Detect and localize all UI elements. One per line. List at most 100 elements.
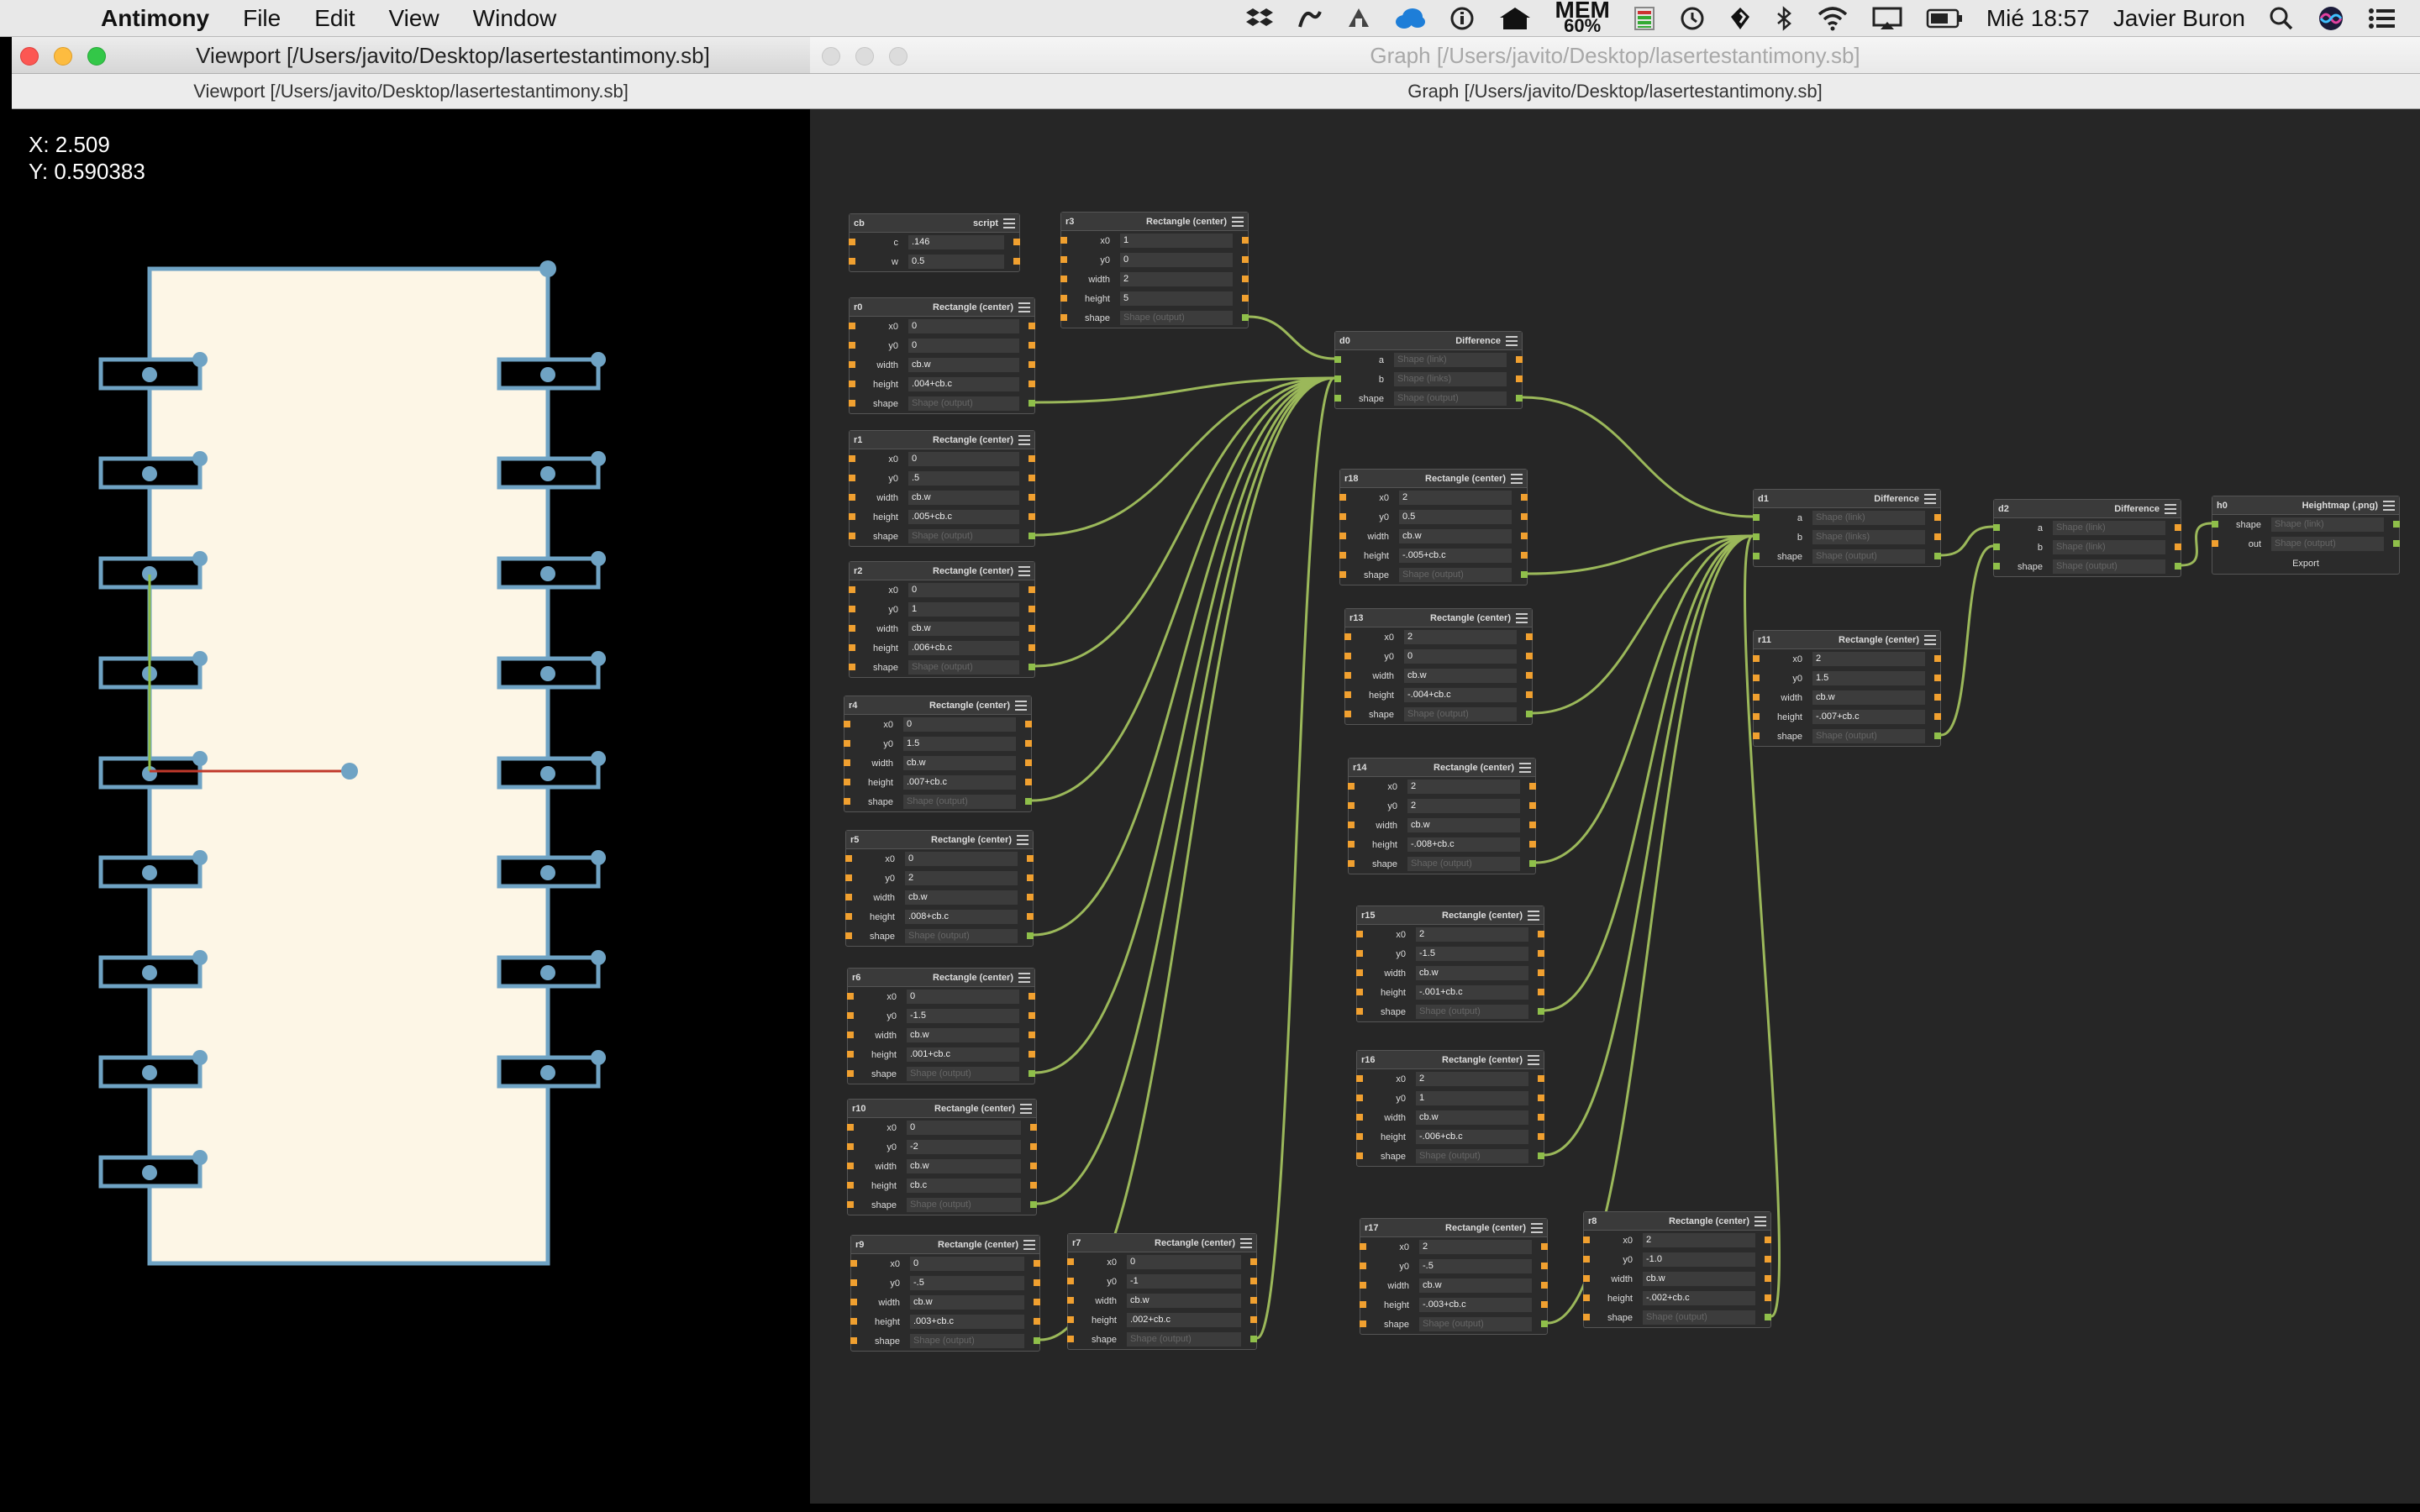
input-port[interactable] (849, 361, 855, 368)
output-port[interactable] (1027, 874, 1034, 881)
row-value-field[interactable]: 0 (1120, 253, 1233, 267)
row-value-field[interactable]: Shape (output) (908, 660, 1019, 675)
output-port[interactable] (1028, 625, 1035, 632)
node-menu-icon[interactable] (1528, 1054, 1539, 1065)
input-port[interactable] (847, 1032, 854, 1038)
row-value-field[interactable]: .005+cb.c (908, 510, 1019, 524)
wire-r0-d0[interactable] (1034, 376, 1335, 404)
row-value-field[interactable]: cb.w (1419, 1278, 1532, 1293)
row-value-field[interactable]: Shape (link) (1812, 511, 1925, 525)
output-port[interactable] (1028, 361, 1035, 368)
row-value-field[interactable]: Shape (link) (2053, 540, 2165, 554)
input-port[interactable] (1583, 1275, 1590, 1282)
node-menu-icon[interactable] (1020, 1103, 1032, 1114)
row-value-field[interactable]: 0 (903, 717, 1016, 732)
output-port[interactable] (1529, 860, 1536, 867)
wire-r5-d0[interactable] (1033, 376, 1335, 937)
output-port[interactable] (1538, 969, 1544, 976)
row-value-field[interactable]: 1.5 (1812, 671, 1925, 685)
row-value-field[interactable]: Shape (output) (908, 396, 1019, 411)
row-value-field[interactable]: cb.w (907, 1028, 1019, 1042)
input-port[interactable] (1344, 633, 1351, 640)
input-port[interactable] (847, 1051, 854, 1058)
row-value-field[interactable]: .006+cb.c (908, 641, 1019, 655)
row-value-field[interactable]: 2 (1120, 272, 1233, 286)
row-value-field[interactable]: Shape (output) (907, 1198, 1021, 1212)
node-menu-icon[interactable] (1531, 1222, 1543, 1233)
output-port[interactable] (1027, 932, 1034, 939)
wire-r17-d1[interactable] (1547, 534, 1754, 1325)
input-port[interactable] (1067, 1258, 1074, 1265)
minimize-button[interactable] (54, 47, 72, 66)
wire-r13-d1[interactable] (1532, 534, 1754, 715)
output-port[interactable] (1521, 513, 1528, 520)
node-menu-icon[interactable] (1003, 218, 1015, 228)
input-port[interactable] (1348, 783, 1355, 790)
output-port[interactable] (1765, 1236, 1771, 1243)
output-port[interactable] (1028, 494, 1035, 501)
close-button[interactable] (20, 47, 39, 66)
output-port[interactable] (1028, 1070, 1035, 1077)
input-port[interactable] (1360, 1263, 1366, 1269)
row-value-field[interactable]: Shape (output) (908, 529, 1019, 543)
output-port[interactable] (1934, 675, 1941, 681)
row-value-field[interactable]: Shape (links) (1812, 530, 1925, 544)
row-value-field[interactable]: -.002+cb.c (1643, 1291, 1755, 1305)
row-value-field[interactable]: .001+cb.c (907, 1047, 1019, 1062)
output-port[interactable] (1934, 514, 1941, 521)
wire-r4-d0[interactable] (1031, 376, 1335, 802)
input-port[interactable] (1360, 1320, 1366, 1327)
row-value-field[interactable]: Shape (output) (1416, 1005, 1528, 1019)
input-port[interactable] (844, 779, 850, 785)
wire-d0-d1[interactable] (1522, 396, 1754, 518)
row-value-field[interactable]: cb.w (910, 1295, 1024, 1310)
output-port[interactable] (1934, 732, 1941, 739)
wire-r2-d0[interactable] (1034, 376, 1335, 668)
wire-r6-d0[interactable] (1034, 376, 1335, 1074)
row-value-field[interactable]: 1 (1416, 1091, 1528, 1105)
input-port[interactable] (849, 625, 855, 632)
output-port[interactable] (1028, 513, 1035, 520)
output-port[interactable] (2175, 524, 2181, 531)
input-port[interactable] (1344, 711, 1351, 717)
input-port[interactable] (1339, 533, 1346, 539)
output-port[interactable] (1030, 1182, 1037, 1189)
output-port[interactable] (1934, 655, 1941, 662)
row-value-field[interactable]: cb.w (1416, 1110, 1528, 1125)
output-port[interactable] (2393, 521, 2400, 528)
output-port[interactable] (1538, 950, 1544, 957)
row-value-field[interactable]: cb.w (903, 756, 1016, 770)
row-value-field[interactable]: cb.w (1399, 529, 1512, 543)
row-value-field[interactable]: Shape (output) (1120, 311, 1233, 325)
output-port[interactable] (2175, 543, 2181, 550)
input-port[interactable] (850, 1318, 857, 1325)
output-port[interactable] (1028, 1051, 1035, 1058)
spotlight-search-icon[interactable] (2269, 6, 2294, 31)
input-port[interactable] (1583, 1236, 1590, 1243)
row-value-field[interactable]: Shape (output) (1407, 857, 1520, 871)
row-value-field[interactable]: .5 (908, 471, 1019, 486)
input-port[interactable] (1060, 256, 1067, 263)
output-port[interactable] (1025, 798, 1032, 805)
output-port[interactable] (1538, 1075, 1544, 1082)
row-value-field[interactable]: 1 (1120, 234, 1233, 248)
row-value-field[interactable]: Shape (output) (1127, 1332, 1241, 1347)
node-menu-icon[interactable] (2165, 503, 2176, 514)
input-port[interactable] (1753, 694, 1760, 701)
user-name[interactable]: Javier Buron (2112, 5, 2245, 31)
row-value-field[interactable]: .002+cb.c (1127, 1313, 1241, 1327)
input-port[interactable] (849, 513, 855, 520)
input-port[interactable] (847, 993, 854, 1000)
